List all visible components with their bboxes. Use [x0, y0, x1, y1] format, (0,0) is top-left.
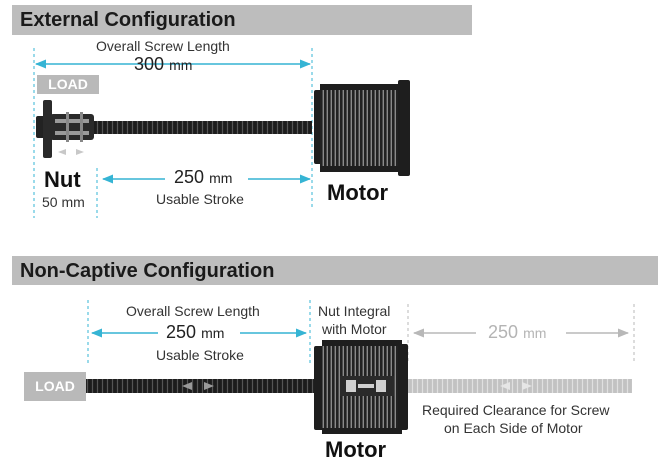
external-motor	[314, 80, 410, 176]
external-nut-size: 50 mm	[42, 194, 85, 210]
external-config-title: External Configuration	[20, 9, 236, 31]
external-motor-label: Motor	[327, 180, 389, 205]
noncaptive-load-tag: LOAD	[24, 372, 86, 401]
noncaptive-motor-label: Motor	[325, 437, 387, 462]
noncaptive-config-banner: Non-Captive Configuration	[12, 256, 658, 285]
noncaptive-overall-length-label: Overall Screw Length	[126, 303, 260, 319]
external-stroke-value: 250 mm	[174, 167, 232, 188]
external-overall-length-label: Overall Screw Length	[96, 38, 230, 54]
external-nut	[36, 100, 94, 158]
noncaptive-stroke-number: 250	[166, 322, 197, 342]
noncaptive-stroke-unit: mm	[201, 325, 225, 341]
clearance-note-line1: Required Clearance for Screw	[422, 402, 610, 418]
noncaptive-motor	[314, 340, 408, 434]
noncaptive-lead-screw	[86, 379, 318, 393]
clearance-note-line2: on Each Side of Motor	[444, 420, 583, 436]
external-stroke-unit: mm	[209, 170, 233, 186]
external-overall-length-value: 300 mm	[134, 54, 192, 75]
external-load-tag: LOAD	[37, 75, 99, 94]
external-overall-number: 300	[134, 54, 165, 74]
external-lead-screw	[90, 121, 312, 134]
noncaptive-dimension-lines	[87, 300, 635, 364]
noncaptive-stroke-value: 250 mm	[166, 322, 224, 343]
noncaptive-config-title: Non-Captive Configuration	[20, 260, 275, 282]
clearance-unit: mm	[523, 325, 547, 341]
noncaptive-stroke-label: Usable Stroke	[156, 347, 244, 363]
external-stroke-label: Usable Stroke	[156, 191, 244, 207]
clearance-motion-arrows	[500, 382, 532, 390]
external-dimension-lines	[33, 48, 313, 218]
external-config-banner: External Configuration	[12, 5, 472, 35]
clearance-number: 250	[488, 322, 519, 342]
external-nut-motion-arrows	[58, 149, 84, 155]
clearance-ghost-screw	[400, 379, 632, 393]
nut-integral-label-line1: Nut Integral	[318, 303, 391, 319]
external-nut-label: Nut	[44, 167, 81, 192]
external-stroke-number: 250	[174, 167, 205, 187]
clearance-value: 250 mm	[488, 322, 546, 343]
noncaptive-screw-motion-arrows	[182, 382, 214, 390]
nut-integral-label-line2: with Motor	[322, 321, 387, 337]
external-overall-unit: mm	[169, 57, 193, 73]
